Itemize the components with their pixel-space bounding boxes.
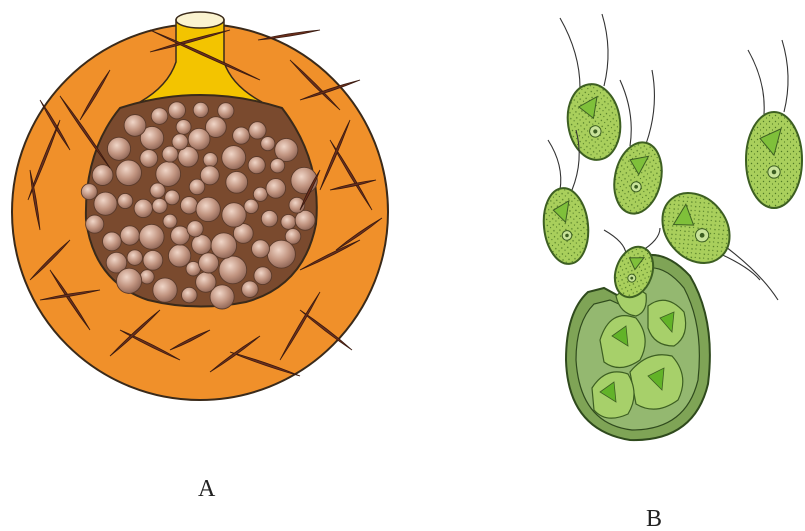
spore [193, 102, 208, 117]
spore [140, 150, 158, 168]
spore [139, 224, 164, 249]
spore [281, 214, 296, 229]
spore [94, 192, 117, 215]
neck-opening [176, 12, 224, 28]
spore [117, 268, 142, 293]
spore [176, 120, 191, 135]
spore [118, 193, 133, 208]
spore [153, 278, 177, 302]
cell-body [563, 81, 625, 163]
spore [86, 215, 104, 233]
spore [244, 199, 258, 213]
spore [127, 250, 143, 266]
spore [124, 115, 146, 137]
spore [226, 171, 248, 193]
spore [233, 127, 250, 144]
flagellate-cell [560, 14, 625, 163]
spore [187, 221, 203, 237]
spore [261, 210, 277, 226]
flagellum [602, 14, 608, 86]
spore [266, 179, 286, 199]
panel-label-a: A [198, 476, 216, 502]
spore [107, 137, 130, 160]
spore [81, 184, 97, 200]
spore [254, 267, 272, 285]
flagellate-cell [746, 40, 802, 208]
spore [156, 162, 181, 187]
flagellate-cells-figure [540, 14, 802, 440]
spore [180, 197, 197, 214]
spore [222, 203, 246, 227]
flagellum [620, 80, 631, 146]
spore [242, 281, 259, 298]
spore [219, 256, 247, 284]
flagellum [604, 230, 626, 254]
spore [116, 160, 142, 186]
flagellate-cells [540, 14, 802, 303]
spore [151, 108, 168, 125]
spore [261, 137, 275, 151]
cell-body [608, 138, 668, 218]
flagellum [748, 50, 764, 114]
spore [143, 250, 163, 270]
spore [120, 226, 139, 245]
spore [218, 103, 234, 119]
spore [253, 187, 267, 201]
flagellum [782, 40, 788, 112]
flagellum [560, 18, 580, 88]
spore [270, 159, 284, 173]
spore [248, 157, 265, 174]
spore [192, 235, 212, 255]
spore [249, 122, 266, 139]
sporangium-figure [12, 12, 388, 400]
spore [200, 166, 219, 185]
spore [152, 198, 167, 213]
panel-label-b: B [646, 506, 662, 531]
spore [222, 146, 246, 170]
cell-body [746, 112, 802, 208]
spore [196, 197, 220, 221]
spore [199, 253, 219, 273]
cell-body [540, 186, 592, 266]
spore [172, 134, 188, 150]
spore [267, 240, 295, 268]
spore [196, 272, 216, 292]
spore [163, 214, 177, 228]
flagellum [722, 244, 778, 300]
spore [252, 240, 270, 258]
flagellum [548, 140, 561, 190]
spine [258, 30, 320, 40]
nucleolus [772, 170, 776, 174]
spore [168, 102, 185, 119]
spore [140, 270, 154, 284]
flagellum [646, 70, 654, 144]
spore [103, 232, 122, 251]
spore [182, 287, 198, 303]
spore [150, 183, 165, 198]
spore [203, 153, 217, 167]
spore [134, 199, 152, 217]
